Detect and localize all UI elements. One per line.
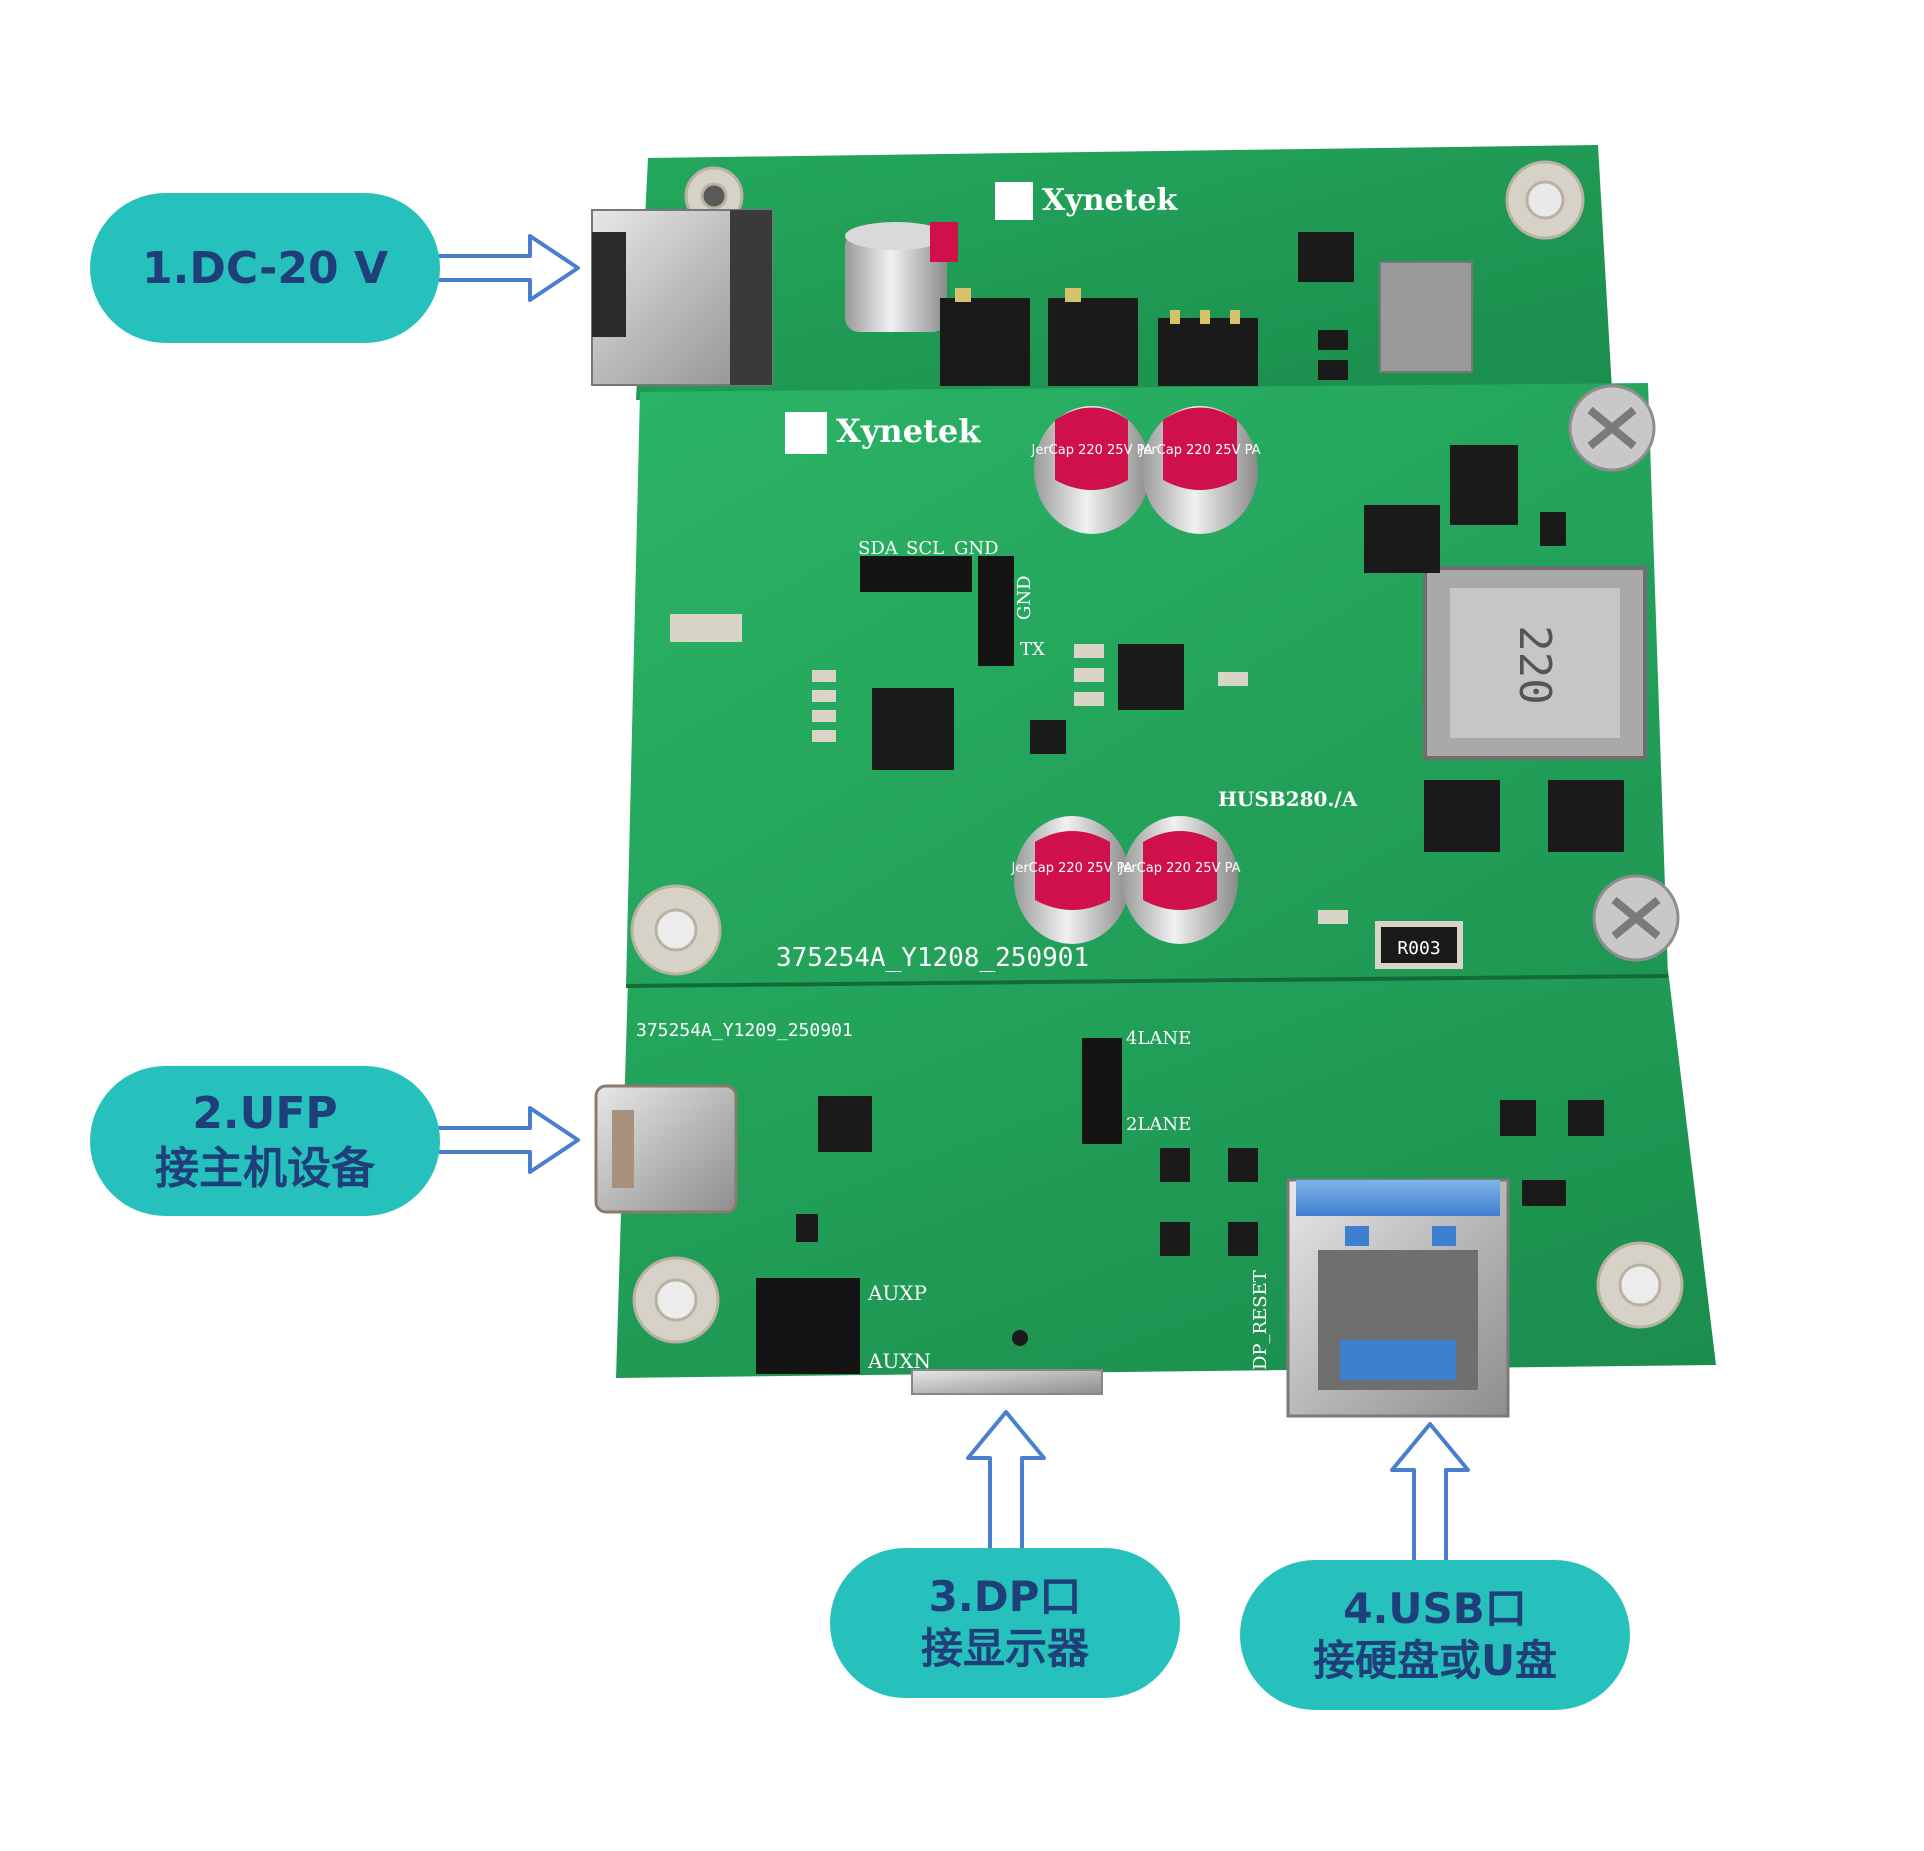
callout-dp-line2: 接显示器 bbox=[920, 1624, 1089, 1673]
pin-label-gnd-top: GND bbox=[954, 538, 999, 559]
capacitor-label-4: JerCap 220 25V PA bbox=[1118, 861, 1240, 876]
arrow-2-right bbox=[416, 1106, 580, 1174]
brand-logo-middle: Xynetek bbox=[785, 412, 981, 454]
callout-usb: 4.USB口 接硬盘或U盘 bbox=[1240, 1560, 1630, 1710]
pin-label-scl: SCL bbox=[906, 538, 944, 559]
lane-jumper-header bbox=[1082, 1038, 1122, 1144]
pin-label-tx: TX bbox=[1020, 639, 1045, 660]
bottom-board-chips bbox=[796, 1096, 1604, 1256]
shunt-resistor: R003 bbox=[1375, 921, 1463, 969]
middle-board-smd bbox=[670, 614, 1348, 924]
pin-header-sda-scl-gnd bbox=[860, 556, 1014, 666]
capacitor-label-2: JerCap 220 25V PA bbox=[1138, 443, 1260, 458]
usb-c-port bbox=[594, 1084, 738, 1214]
aux-jumper-header bbox=[756, 1278, 860, 1374]
capacitor-group-top: JerCap 220 25V PA JerCap 220 25V PA bbox=[1030, 406, 1261, 534]
top-board-components bbox=[845, 222, 1473, 386]
callout-ufp-line2: 接主机设备 bbox=[155, 1143, 375, 1194]
callout-dc-input: 1.DC-20 V bbox=[90, 193, 440, 343]
brand-text-top: Xynetek bbox=[1042, 183, 1179, 218]
inductor-label: 220 bbox=[1509, 625, 1560, 704]
callout-dc-line1: 1.DC-20 V bbox=[141, 242, 389, 294]
pin-label-4lane: 4LANE bbox=[1126, 1028, 1191, 1049]
usb-a-port bbox=[1286, 1178, 1510, 1418]
callout-ufp: 2.UFP 接主机设备 bbox=[90, 1066, 440, 1216]
top-pcb-code: 375254A_Y1208_250901 bbox=[776, 943, 1089, 973]
capacitor-group-bottom: JerCap 220 25V PA JerCap 220 25V PA bbox=[1010, 816, 1241, 944]
bottom-pcb-code: 375254A_Y1209_250901 bbox=[636, 1020, 853, 1041]
capacitor-label-3: JerCap 220 25V PA bbox=[1010, 861, 1132, 876]
resistor-label: R003 bbox=[1397, 938, 1440, 959]
middle-board-chips bbox=[872, 445, 1624, 852]
arrow-4-up bbox=[1390, 1422, 1470, 1572]
callout-dp-line1: 3.DP口 bbox=[928, 1571, 1082, 1621]
dp-port bbox=[911, 1369, 1103, 1395]
arrow-1-right bbox=[414, 234, 580, 302]
callout-usb-line2: 接硬盘或U盘 bbox=[1312, 1636, 1558, 1685]
brand-text-middle: Xynetek bbox=[836, 412, 981, 450]
callout-dp: 3.DP口 接显示器 bbox=[830, 1548, 1180, 1698]
part-number: HUSB280./A bbox=[1218, 787, 1358, 811]
callout-ufp-line1: 2.UFP bbox=[192, 1088, 338, 1139]
screws bbox=[1568, 384, 1680, 962]
inductor: 220 bbox=[1423, 566, 1647, 760]
pin-label-auxp: AUXP bbox=[867, 1281, 927, 1305]
brand-logo-top: Xynetek bbox=[995, 182, 1179, 220]
pin-label-dp-reset: DP_RESET bbox=[1250, 1270, 1271, 1370]
pin-label-sda: SDA bbox=[858, 538, 899, 559]
pin-label-2lane: 2LANE bbox=[1126, 1114, 1191, 1135]
callout-usb-line1: 4.USB口 bbox=[1343, 1583, 1527, 1633]
mounting-holes bbox=[630, 160, 1684, 1344]
arrow-3-up bbox=[966, 1410, 1046, 1560]
capacitor-label-1: JerCap 220 25V PA bbox=[1030, 443, 1152, 458]
dc-jack bbox=[591, 209, 773, 386]
top-pcb-board bbox=[636, 145, 1612, 400]
pin-label-gnd-side: GND bbox=[1014, 575, 1035, 620]
